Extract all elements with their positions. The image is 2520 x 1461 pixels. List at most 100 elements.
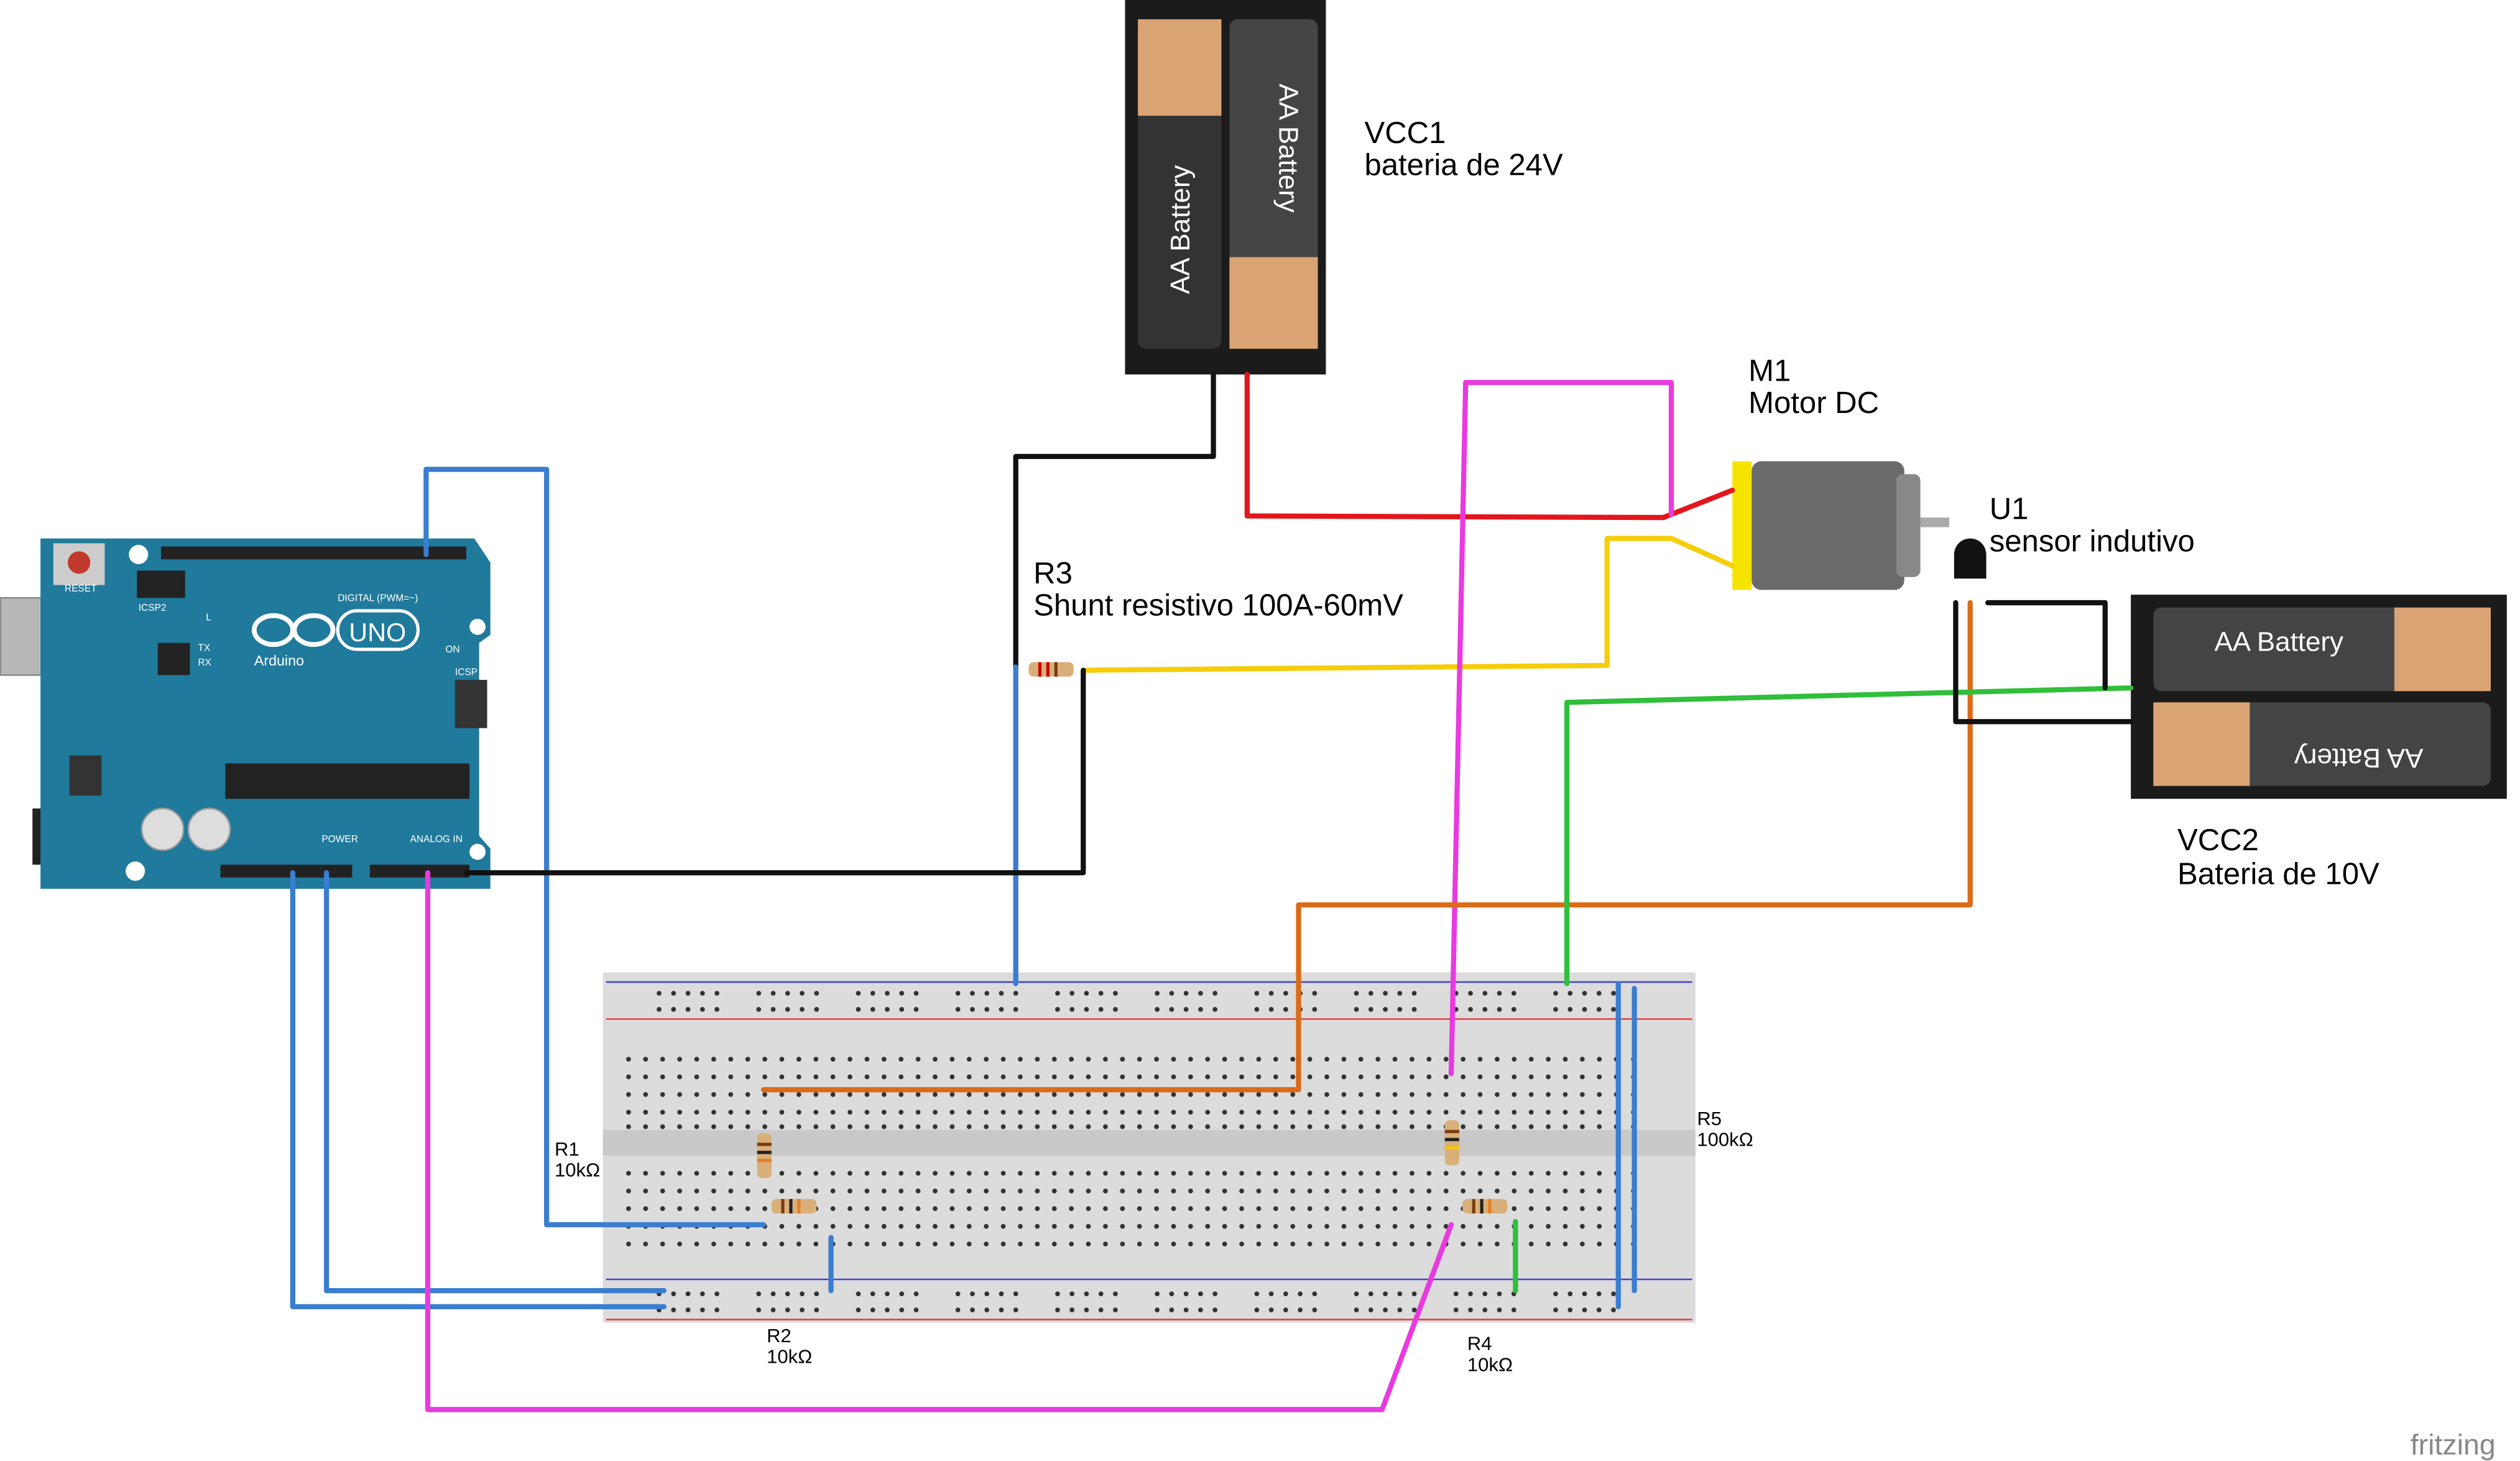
breadboard-hole	[1055, 991, 1060, 996]
breadboard-hole	[1562, 1223, 1568, 1229]
breadboard-hole	[643, 1124, 648, 1129]
breadboard-hole	[1354, 1006, 1359, 1012]
breadboard-hole	[800, 991, 805, 996]
breadboard-hole	[1239, 1110, 1244, 1115]
breadboard-hole	[1098, 1307, 1104, 1312]
breadboard-hole	[1268, 991, 1274, 996]
breadboard-hole	[657, 991, 662, 996]
breadboard-hole	[785, 1291, 790, 1297]
breadboard-hole	[1222, 1171, 1227, 1176]
breadboard-hole	[1341, 1110, 1347, 1115]
breadboard-hole	[864, 1057, 870, 1062]
breadboard-hole	[899, 1006, 905, 1012]
r4-ref: R4	[1467, 1333, 1492, 1355]
breadboard-hole	[685, 991, 691, 996]
breadboard-hole	[830, 1171, 836, 1176]
breadboard-hole	[756, 991, 762, 996]
breadboard-hole	[1120, 1188, 1125, 1194]
breadboard-hole	[1426, 1206, 1432, 1212]
motor-dc	[1732, 461, 1950, 590]
breadboard-hole	[1307, 1241, 1313, 1247]
breadboard-hole	[711, 1057, 716, 1062]
arduino-board	[40, 538, 491, 889]
breadboard-hole	[1018, 1092, 1023, 1097]
wire-black-u1	[1953, 600, 2134, 725]
breadboard-hole	[800, 1307, 805, 1312]
breadboard-hole	[1051, 1241, 1057, 1247]
breadboard-hole	[984, 1206, 989, 1212]
breadboard-hole	[1512, 1188, 1517, 1194]
breadboard-hole	[1171, 1223, 1176, 1229]
breadboard-hole	[1582, 991, 1587, 996]
breadboard-hole	[677, 1241, 682, 1247]
breadboard-hole	[1155, 1307, 1160, 1312]
breadboard-hole	[899, 1307, 905, 1312]
breadboard-hole	[1392, 1206, 1398, 1212]
breadboard-hole	[1171, 1188, 1176, 1194]
breadboard-hole	[915, 1206, 921, 1212]
breadboard-hole	[1580, 1171, 1585, 1176]
breadboard-hole	[1354, 1291, 1359, 1297]
breadboard-hole	[1312, 1291, 1318, 1297]
breadboard-hole	[1205, 1171, 1211, 1176]
breadboard-hole	[756, 1006, 762, 1012]
breadboard-hole	[984, 1171, 989, 1176]
breadboard-hole	[1120, 1223, 1125, 1229]
breadboard-hole	[1290, 1171, 1296, 1176]
breadboard-hole	[677, 1188, 682, 1194]
icsp2-label: ICSP2	[139, 603, 167, 613]
breadboard-hole	[1341, 1057, 1347, 1062]
on-label: ON	[445, 644, 459, 655]
breadboard-hole	[1512, 1171, 1517, 1176]
breadboard-hole	[915, 1124, 921, 1129]
breadboard-hole	[813, 1092, 819, 1097]
breadboard-hole	[1000, 1171, 1006, 1176]
breadboard-hole	[1013, 1291, 1018, 1297]
breadboard-hole	[1098, 991, 1104, 996]
breadboard-hole	[1546, 1206, 1551, 1212]
breadboard-hole	[1120, 1057, 1125, 1062]
breadboard-hole	[1069, 1223, 1074, 1229]
breadboard-hole	[1546, 1057, 1551, 1062]
breadboard-hole	[671, 1307, 676, 1312]
vcc1-desc: bateria de 24V	[1364, 149, 1563, 182]
breadboard-hole	[1383, 991, 1388, 996]
breadboard-hole	[1283, 1006, 1288, 1012]
breadboard-hole	[1411, 1307, 1417, 1312]
breadboard-hole	[949, 1057, 955, 1062]
breadboard-hole	[1103, 1074, 1108, 1080]
breadboard-hole	[1562, 1206, 1568, 1212]
breadboard-hole	[881, 1110, 887, 1115]
vcc1-cell1-label: AA Battery	[1165, 165, 1196, 294]
arduino-brand: Arduino	[254, 652, 304, 669]
breadboard-hole	[970, 1307, 975, 1312]
breadboard-hole	[711, 1206, 716, 1212]
breadboard-hole	[847, 1110, 852, 1115]
breadboard-hole	[984, 1124, 989, 1129]
breadboard-hole	[1341, 1206, 1347, 1212]
breadboard-hole	[711, 1171, 716, 1176]
breadboard-hole	[626, 1092, 631, 1097]
breadboard-hole	[1055, 1006, 1060, 1012]
breadboard-hole	[1358, 1110, 1364, 1115]
breadboard-hole	[966, 1092, 972, 1097]
breadboard-hole	[1411, 991, 1417, 996]
breadboard-hole	[984, 1188, 989, 1194]
analog-header	[369, 865, 470, 878]
breadboard-hole	[1256, 1124, 1262, 1129]
breadboard-hole	[1212, 1307, 1218, 1312]
breadboard-hole	[1137, 1223, 1142, 1229]
breadboard-hole	[1188, 1092, 1193, 1097]
breadboard-hole	[660, 1124, 665, 1129]
wire-orange	[760, 600, 1973, 1093]
breadboard-hole	[762, 1074, 767, 1080]
breadboard-hole	[1273, 1188, 1278, 1194]
breadboard-hole	[1273, 1206, 1278, 1212]
breadboard-hole	[1120, 1110, 1125, 1115]
breadboard-hole	[1426, 1241, 1432, 1247]
breadboard-hole	[1205, 1074, 1211, 1080]
breadboard-hole	[847, 1223, 852, 1229]
breadboard-hole	[1268, 1307, 1274, 1312]
breadboard-hole	[796, 1110, 801, 1115]
breadboard-hole	[1018, 1223, 1023, 1229]
